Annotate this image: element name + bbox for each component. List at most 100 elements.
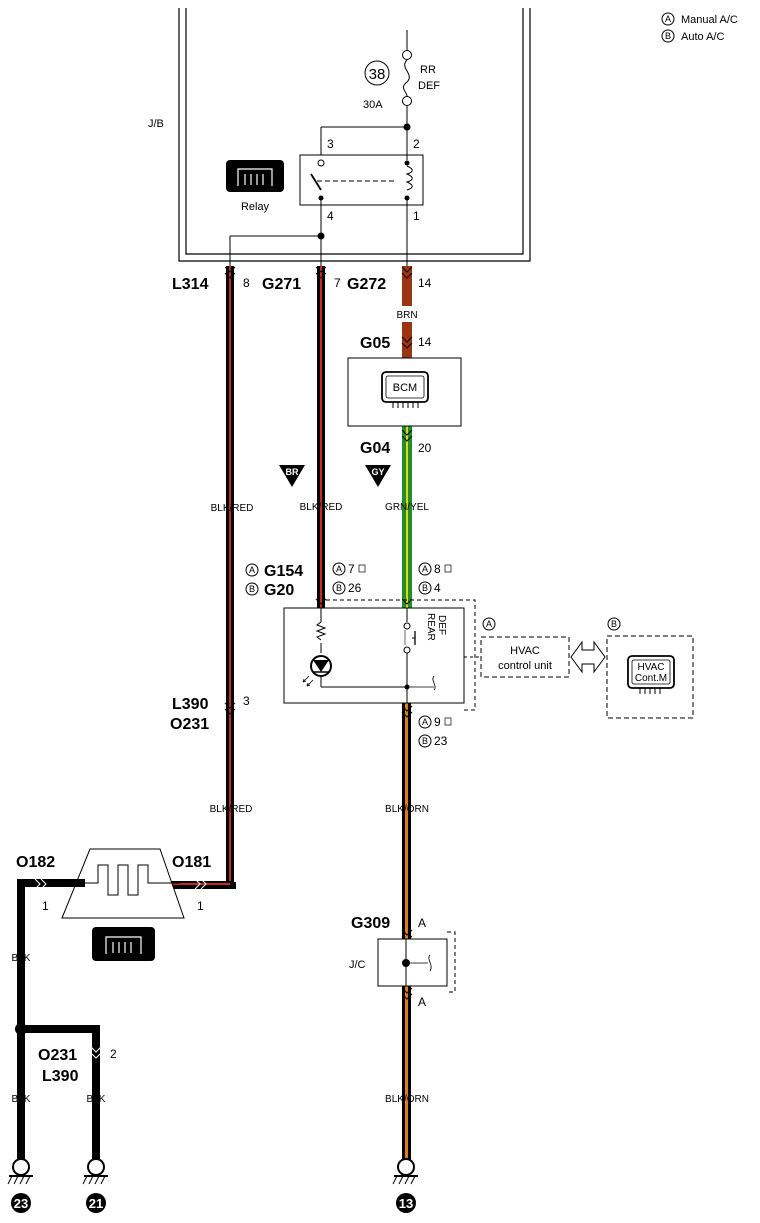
- wire-grn-yel: [402, 426, 412, 608]
- rear-defroster-icon: [237, 168, 273, 186]
- ground-21: 21: [82, 1158, 108, 1213]
- svg-text:B: B: [249, 584, 255, 594]
- ground-hatch-icon: [82, 1175, 106, 1185]
- svg-text:A: A: [422, 717, 428, 727]
- switch-label-def: DEF: [436, 615, 447, 635]
- svg-text:4: 4: [327, 209, 334, 223]
- svg-text:A: A: [422, 564, 428, 574]
- svg-text:7: 7: [334, 276, 341, 290]
- svg-text:A: A: [665, 14, 671, 24]
- svg-text:BR: BR: [286, 467, 299, 477]
- svg-text:2: 2: [413, 137, 420, 151]
- wire-color-blk-left: BLK: [12, 953, 31, 964]
- marker-br: BR: [279, 465, 305, 487]
- svg-text:8: 8: [243, 276, 250, 290]
- hvac-control-unit: A HVAC control unit B HVAC Cont.M: [464, 617, 694, 719]
- wire-brn: [402, 266, 412, 358]
- ground-hatch-icon: [392, 1175, 416, 1185]
- wire-blk-red-left: [170, 266, 236, 889]
- connector-switch-out: A 9 B 23: [401, 705, 452, 748]
- fuse-rating: 30A: [363, 99, 383, 111]
- svg-text:A: A: [418, 916, 426, 930]
- rear-def-switch: REAR DEF: [283, 599, 476, 711]
- wire-color-blk-orn-lower: BLK/ORN: [385, 1094, 429, 1105]
- wire-color-blk-orn-upper: BLK/ORN: [385, 804, 429, 815]
- rear-defogger-icon: [105, 936, 142, 954]
- svg-text:23: 23: [434, 734, 448, 748]
- connector-g271: G271 7: [262, 266, 341, 293]
- hvac-connector-pins-icon: [639, 688, 661, 694]
- jc-label: J/C: [349, 959, 366, 971]
- svg-text:G271: G271: [262, 276, 301, 293]
- svg-text:21: 21: [89, 1196, 103, 1211]
- svg-text:9: 9: [434, 715, 441, 729]
- svg-text:O231: O231: [170, 716, 209, 733]
- wire-blk-orn: [402, 703, 411, 1162]
- connector-o231-l390-bottom: O231 2 L390: [38, 1046, 117, 1085]
- wire-color-brn: BRN: [396, 310, 417, 321]
- joint-connector-g309: G309 A J/C A: [349, 915, 456, 1009]
- svg-text:G272: G272: [347, 276, 386, 293]
- hvac-icon-label-line2: Cont.M: [635, 673, 667, 684]
- svg-text:20: 20: [418, 441, 432, 455]
- svg-text:13: 13: [399, 1196, 413, 1211]
- svg-text:B: B: [422, 583, 428, 593]
- fuse-38: 38 RR DEF 30A: [363, 30, 440, 127]
- svg-text:14: 14: [418, 276, 432, 290]
- rear-defogger: O182 1 O181 1: [16, 848, 211, 961]
- ground-13: 13: [392, 1158, 418, 1213]
- relay-label: Relay: [241, 201, 270, 213]
- svg-text:G05: G05: [360, 335, 390, 352]
- wire-color-blk-ground-23: BLK: [12, 1094, 31, 1105]
- wire-color-blk-red-middle: BLK/RED: [300, 502, 343, 513]
- hvac-icon-label-line1: HVAC: [637, 662, 664, 673]
- svg-text:2: 2: [110, 1047, 117, 1061]
- svg-text:1: 1: [413, 209, 420, 223]
- svg-text:GY: GY: [371, 467, 384, 477]
- svg-text:L390: L390: [172, 696, 209, 713]
- svg-text:1: 1: [197, 899, 204, 913]
- wire-color-blk-red-lower: BLK/RED: [210, 804, 253, 815]
- led-emission-icon: [302, 675, 314, 687]
- connector-l390-o231-top: L390 3 O231: [170, 694, 250, 733]
- hvac-label-line2: control unit: [498, 660, 552, 672]
- svg-text:A: A: [336, 564, 342, 574]
- wire-color-blk-red-left: BLK/RED: [211, 503, 254, 514]
- svg-text:26: 26: [348, 581, 362, 595]
- svg-text:G309: G309: [351, 915, 390, 932]
- svg-text:B: B: [611, 619, 617, 629]
- svg-text:A: A: [249, 565, 255, 575]
- svg-text:G04: G04: [360, 440, 390, 457]
- svg-text:O181: O181: [172, 854, 211, 871]
- svg-text:14: 14: [418, 335, 432, 349]
- svg-text:8: 8: [434, 562, 441, 576]
- svg-text:3: 3: [243, 694, 250, 708]
- svg-text:DEF: DEF: [418, 80, 440, 92]
- bcm-module: G05 14 BCM G04 20: [347, 335, 462, 457]
- svg-text:23: 23: [14, 1196, 28, 1211]
- wire-blk: [15, 879, 100, 1160]
- legend-auto-ac: Auto A/C: [681, 31, 724, 43]
- fuse-number: 38: [369, 66, 386, 83]
- legend-manual-ac: Manual A/C: [681, 14, 738, 26]
- bcm-label: BCM: [393, 382, 417, 394]
- junction-box: J/B: [148, 8, 531, 262]
- svg-text:G20: G20: [264, 582, 294, 599]
- ground-23: 23: [7, 1158, 33, 1213]
- connector-g272: G272 14: [347, 266, 432, 293]
- svg-text:B: B: [665, 31, 671, 41]
- svg-text:L390: L390: [42, 1068, 79, 1085]
- legend: A Manual A/C B Auto A/C: [661, 12, 738, 43]
- connector-g154-g20: A G154 B G20 A 7 B 26 A 8 B 4: [245, 562, 452, 605]
- wire-color-grn-yel: GRN/YEL: [385, 502, 429, 513]
- switch-label-rear: REAR: [425, 613, 436, 641]
- hvac-label-line1: HVAC: [510, 645, 540, 657]
- svg-text:7: 7: [348, 562, 355, 576]
- svg-text:G154: G154: [264, 563, 303, 580]
- svg-text:L314: L314: [172, 276, 209, 293]
- svg-text:A: A: [418, 995, 426, 1009]
- relay: 3 2 4 1 Relay: [226, 123, 424, 266]
- svg-text:O182: O182: [16, 854, 55, 871]
- ground-hatch-icon: [7, 1175, 31, 1185]
